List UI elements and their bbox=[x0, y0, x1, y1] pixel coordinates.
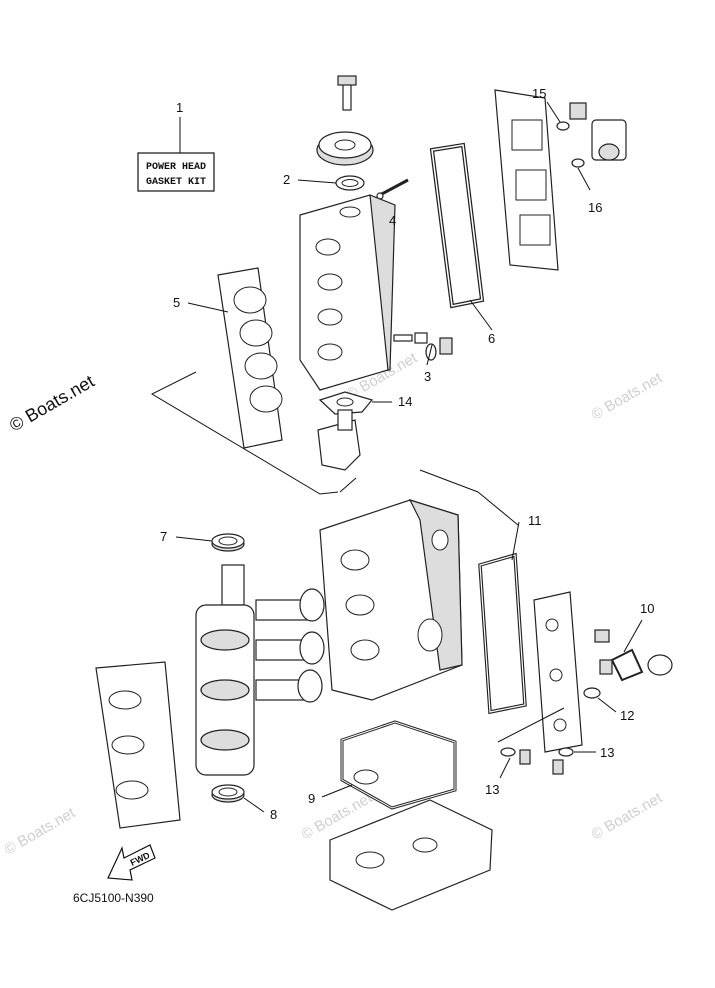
watermark-main: © Boats.net bbox=[6, 371, 98, 435]
part-2-seal bbox=[335, 175, 365, 191]
gasket-kit-label: POWER HEAD GASKET KIT bbox=[137, 152, 215, 192]
part-11-gasket bbox=[478, 552, 527, 715]
diagram-code: 6CJ5100-N390 bbox=[73, 891, 154, 905]
part-label-10: 10 bbox=[640, 601, 654, 616]
part-10-gasket bbox=[594, 629, 673, 682]
kit-label-line2: GASKET KIT bbox=[146, 177, 206, 188]
part-5-head-gasket bbox=[217, 267, 283, 449]
part-label-13b: 13 bbox=[485, 782, 499, 797]
thermostat-housing bbox=[317, 409, 361, 471]
part-13-washers bbox=[500, 747, 574, 775]
kit-label-line1: POWER HEAD bbox=[146, 162, 206, 173]
part-label-11: 11 bbox=[528, 513, 542, 528]
part-6-cover-gasket bbox=[429, 142, 485, 309]
part-label-8: 8 bbox=[270, 807, 277, 822]
part-3-fittings bbox=[393, 332, 453, 361]
part-15-oring bbox=[556, 102, 587, 131]
part-label-7: 7 bbox=[160, 529, 167, 544]
part-label-1: 1 bbox=[176, 100, 183, 115]
part-number-labels: 1 2 3 4 5 6 7 8 9 10 11 12 13 13 14 15 1… bbox=[160, 86, 654, 822]
cylinder-head bbox=[299, 194, 396, 391]
part-label-14: 14 bbox=[398, 394, 412, 409]
head-cover bbox=[494, 89, 559, 271]
part-4-bolt bbox=[376, 178, 409, 200]
crankcase bbox=[329, 799, 493, 911]
watermark-bottom-left: © Boats.net bbox=[2, 804, 79, 858]
part-label-12: 12 bbox=[620, 708, 634, 723]
part-16-fuel-pump bbox=[571, 119, 627, 168]
part-label-15: 15 bbox=[532, 86, 546, 101]
part-label-2: 2 bbox=[283, 172, 290, 187]
part-7-oil-seal bbox=[211, 533, 245, 552]
part-label-13a: 13 bbox=[600, 745, 614, 760]
part-label-5: 5 bbox=[173, 295, 180, 310]
part-14-gasket bbox=[318, 391, 374, 415]
part-9-gasket bbox=[340, 720, 457, 810]
camshaft-pulley bbox=[316, 75, 374, 166]
intake-manifold bbox=[95, 661, 181, 829]
watermark-bottom-right: © Boats.net bbox=[589, 789, 666, 843]
part-label-4: 4 bbox=[389, 213, 396, 228]
cylinder-block bbox=[319, 499, 463, 701]
fwd-arrow: FWD bbox=[107, 844, 156, 881]
part-label-3: 3 bbox=[424, 369, 431, 384]
exhaust-cover bbox=[533, 591, 583, 753]
part-label-16: 16 bbox=[588, 200, 602, 215]
part-8-oil-seal bbox=[211, 784, 245, 803]
part-label-9: 9 bbox=[308, 791, 315, 806]
crankshaft-assembly bbox=[195, 564, 325, 776]
part-12-oring bbox=[583, 687, 601, 699]
part-label-6: 6 bbox=[488, 331, 495, 346]
watermark-right: © Boats.net bbox=[589, 369, 666, 423]
